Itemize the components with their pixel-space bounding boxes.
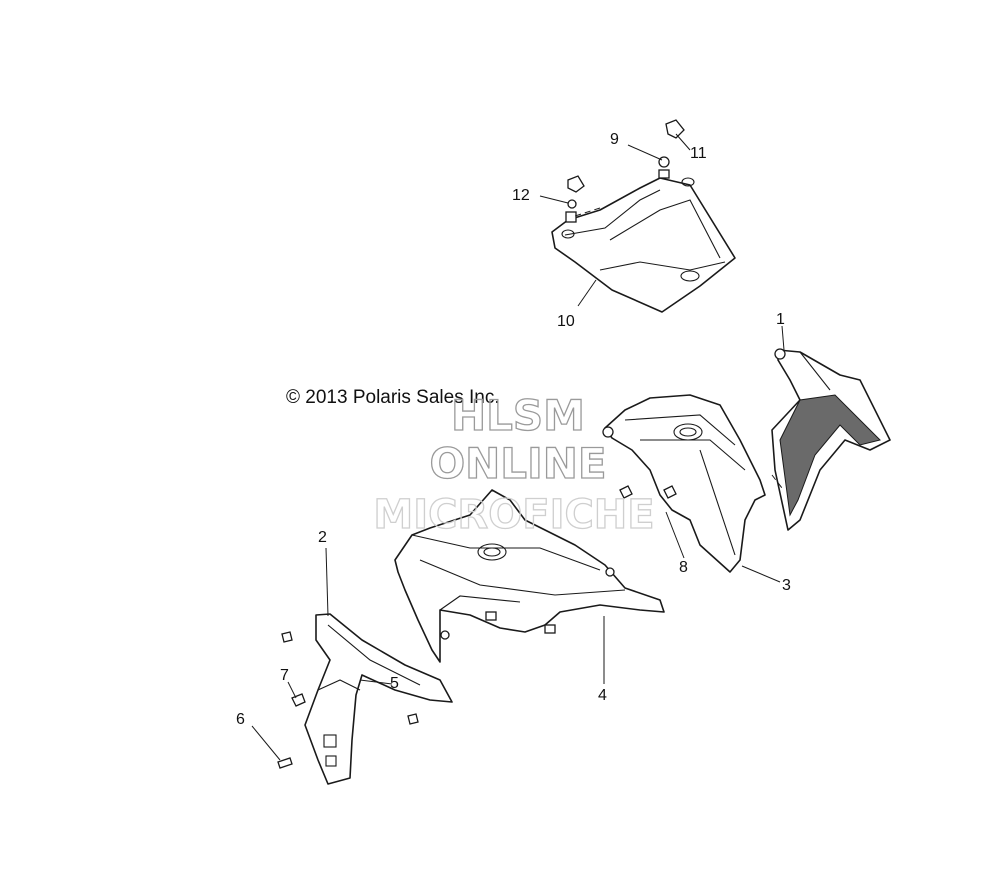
part-10-cover <box>551 177 736 313</box>
callout-4: 4 <box>598 687 607 704</box>
fastener-8 <box>619 485 677 499</box>
fastener-11 <box>665 119 685 139</box>
callout-9: 9 <box>610 131 619 148</box>
watermark-line-3: MICROFICHE <box>373 492 654 538</box>
part-2-left-panel <box>304 613 453 785</box>
callout-12: 12 <box>512 187 530 204</box>
callout-10: 10 <box>557 313 575 330</box>
part-4-lower-panel <box>394 489 665 663</box>
callout-2: 2 <box>318 529 327 546</box>
part-1-side-panel <box>771 348 891 531</box>
fastener-7 <box>291 693 306 707</box>
fastener-9 <box>658 156 670 179</box>
watermark-line-1: HLSM <box>451 391 585 440</box>
fastener-6 <box>277 757 293 769</box>
callout-1: 1 <box>776 311 785 328</box>
leader-lines <box>251 133 785 761</box>
callout-11: 11 <box>690 145 707 162</box>
callout-3: 3 <box>782 577 791 594</box>
callout-5: 5 <box>390 675 399 692</box>
copyright-text: © 2013 Polaris Sales Inc. <box>286 387 500 408</box>
callout-6: 6 <box>236 711 245 728</box>
callout-7: 7 <box>280 667 289 684</box>
fastener-5 <box>281 631 419 725</box>
callout-8: 8 <box>679 559 688 576</box>
fastener-12 <box>565 175 585 223</box>
watermark-line-2: ONLINE <box>429 439 606 488</box>
part-3-hood <box>602 394 766 573</box>
